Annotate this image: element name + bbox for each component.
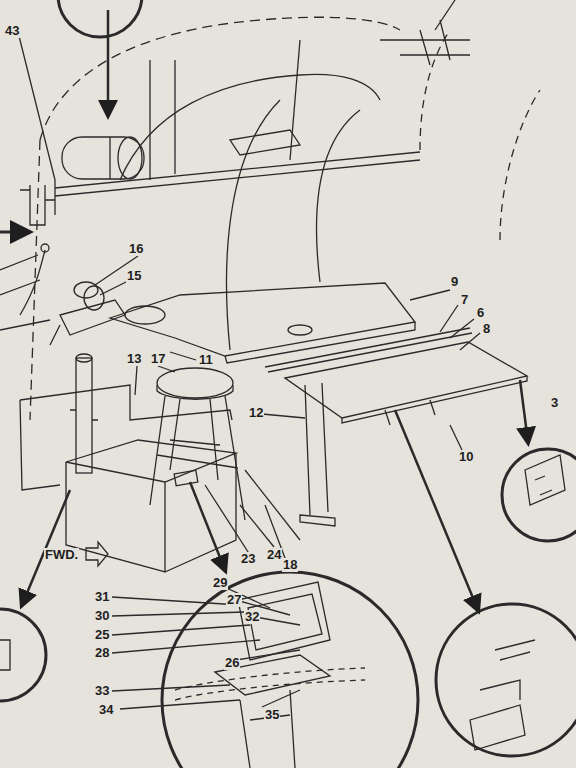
callout-number: 43 — [4, 24, 20, 38]
callout-number: 17 — [150, 352, 166, 366]
callout-number: 25 — [94, 628, 110, 642]
callout-number: 32 — [244, 610, 260, 624]
callout-number: 16 — [128, 242, 144, 256]
callout-number: 8 — [482, 322, 491, 336]
callout-number: 23 — [240, 552, 256, 566]
callout-number: 18 — [282, 558, 298, 572]
callout-number: 10 — [458, 450, 474, 464]
callout-number: 9 — [450, 275, 459, 289]
callout-number: 3 — [550, 396, 559, 410]
direction-label: FWD. — [44, 548, 79, 562]
callout-number: 33 — [94, 684, 110, 698]
callout-number: 24 — [266, 548, 282, 562]
callout-number: 26 — [224, 656, 240, 670]
callout-number: 15 — [126, 269, 142, 283]
callout-number: 28 — [94, 646, 110, 660]
callout-number: 35 — [264, 708, 280, 722]
callout-number: 7 — [460, 293, 469, 307]
callout-number: 12 — [248, 406, 264, 420]
callout-number: 29 — [212, 576, 228, 590]
callout-number: 34 — [98, 703, 114, 717]
callout-number: 30 — [94, 609, 110, 623]
callout-number: 31 — [94, 590, 110, 604]
callout-number: 13 — [126, 352, 142, 366]
callout-number: 11 — [198, 353, 214, 367]
callout-number: 6 — [476, 306, 485, 320]
callout-number: 27 — [226, 593, 242, 607]
